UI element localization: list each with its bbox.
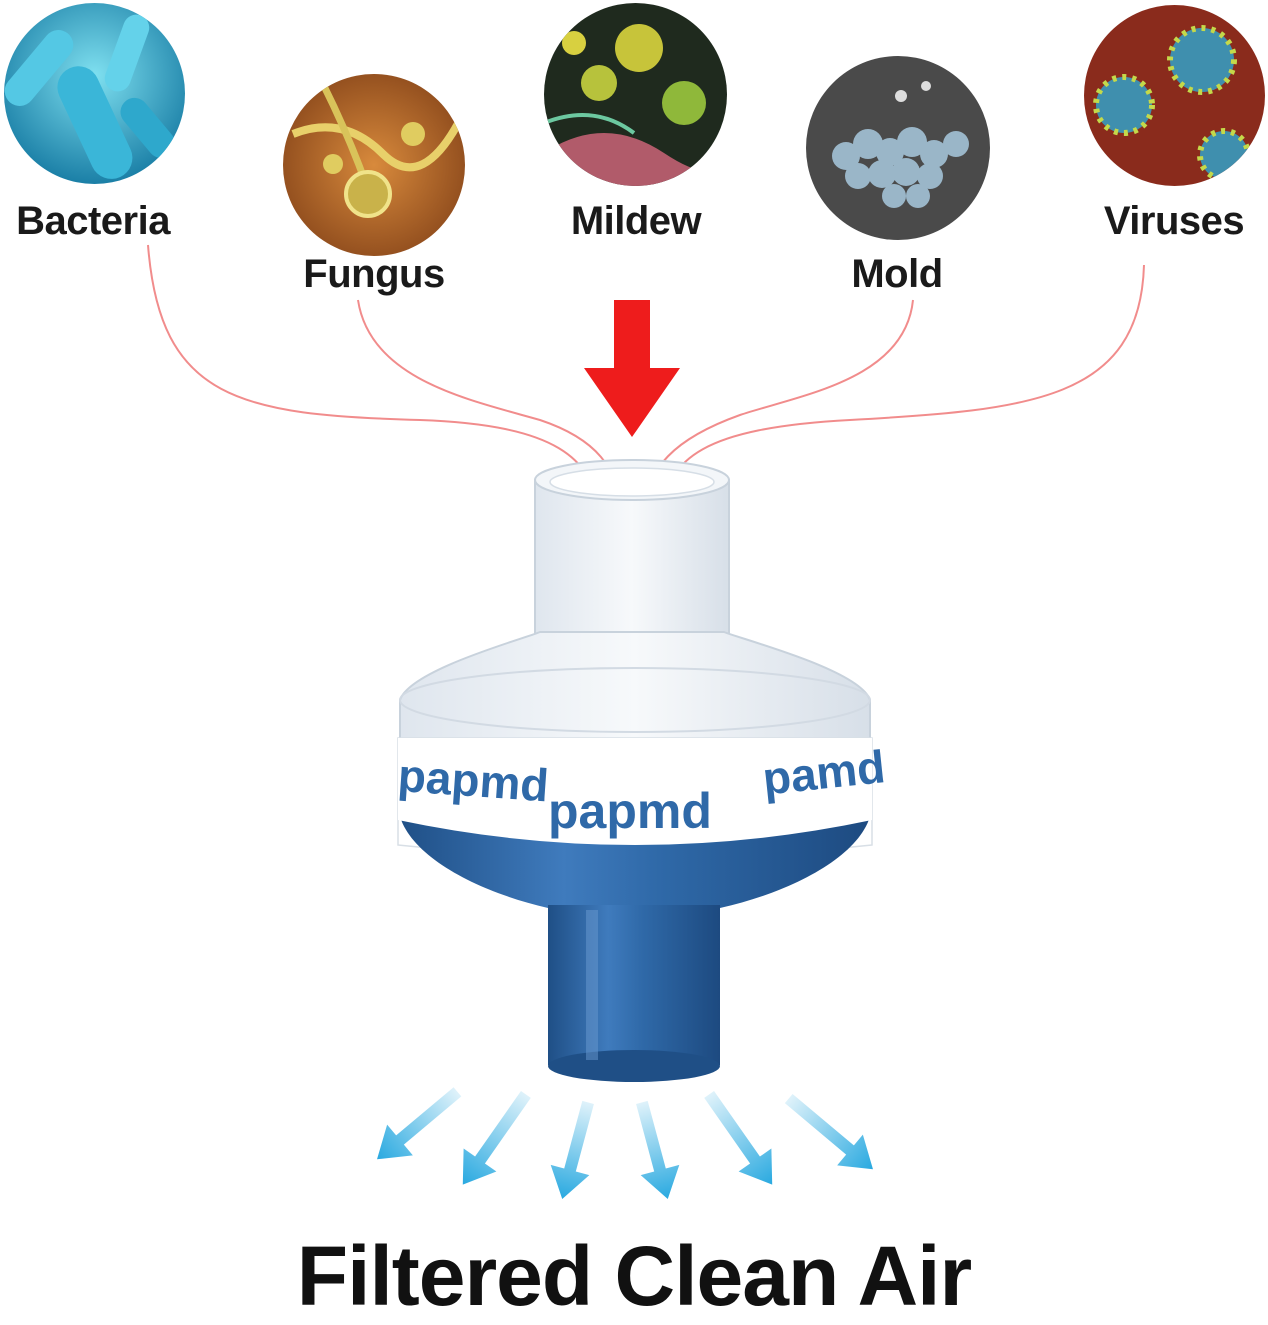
bacteria-icon	[4, 3, 185, 184]
flow-line-bacteria	[147, 244, 601, 511]
fungus-icon	[283, 74, 465, 256]
bacteria-image	[4, 3, 185, 184]
virus-icon	[1084, 5, 1265, 186]
outflow-arrow-1-icon	[377, 1087, 462, 1160]
outflow-arrow-2-icon	[462, 1091, 531, 1185]
mold-icon	[806, 56, 990, 240]
label-fungus: Fungus	[303, 252, 445, 296]
virus-image	[1084, 5, 1265, 186]
fungus-image	[283, 74, 465, 256]
outflow-arrow-5-icon	[704, 1091, 773, 1185]
label-mildew: Mildew	[570, 199, 702, 243]
outflow-arrow-4-icon	[636, 1100, 680, 1199]
mildew-image	[544, 3, 727, 186]
mold-image	[806, 56, 990, 240]
band-text-2: papmd	[548, 783, 712, 839]
label-mold: Mold	[851, 252, 943, 296]
label-bacteria: Bacteria	[16, 199, 170, 243]
outflow-arrow-3-icon	[550, 1100, 594, 1199]
outflow-arrow-6-icon	[784, 1093, 873, 1170]
footer-title: Filtered Clean Air	[296, 1229, 972, 1323]
mildew-icon	[544, 3, 727, 186]
label-viruses: Viruses	[1103, 199, 1245, 243]
